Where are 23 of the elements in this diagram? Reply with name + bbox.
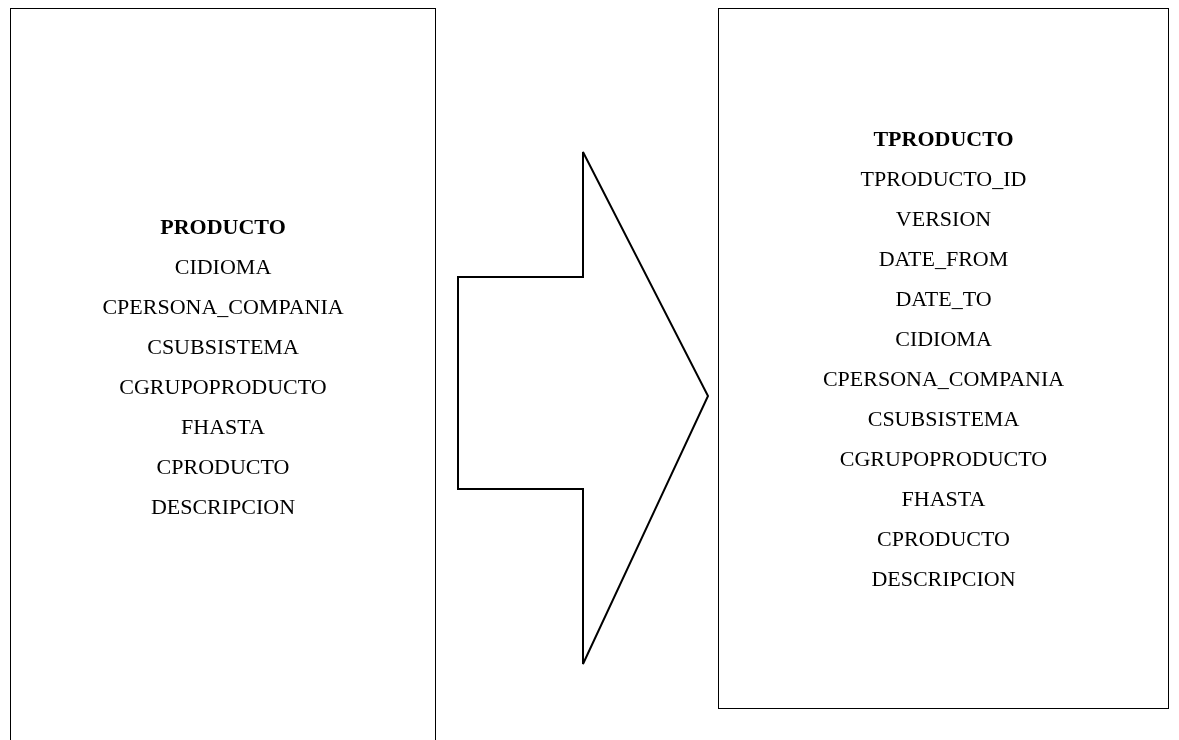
field-name: VERSION <box>895 205 992 232</box>
field-name: CPERSONA_COMPANIA <box>822 365 1065 392</box>
field-name: CPRODUCTO <box>156 454 290 480</box>
field-name: FHASTA <box>181 414 265 440</box>
table-box <box>718 8 1169 709</box>
table-box <box>10 8 436 740</box>
table-name: PRODUCTO <box>160 214 286 240</box>
field-name: FHASTA <box>901 485 986 512</box>
field-name: TPRODUCTO_ID <box>860 165 1027 192</box>
field-name: DESCRIPCION <box>871 565 1016 592</box>
field-name: CSUBSISTEMA <box>147 334 299 360</box>
block-arrow <box>457 151 710 665</box>
field-name: CGRUPOPRODUCTO <box>119 374 327 400</box>
field-name: CIDIOMA <box>895 325 992 352</box>
field-name: CPRODUCTO <box>877 525 1010 552</box>
field-name: CPERSONA_COMPANIA <box>102 294 344 320</box>
field-name: DATE_FROM <box>878 245 1009 272</box>
table-name: TPRODUCTO <box>873 125 1014 152</box>
field-name: DESCRIPCION <box>150 494 296 520</box>
field-name: CGRUPOPRODUCTO <box>839 445 1048 472</box>
field-name: CIDIOMA <box>174 254 272 280</box>
field-name: DATE_TO <box>895 285 992 312</box>
field-name: CSUBSISTEMA <box>867 405 1020 432</box>
